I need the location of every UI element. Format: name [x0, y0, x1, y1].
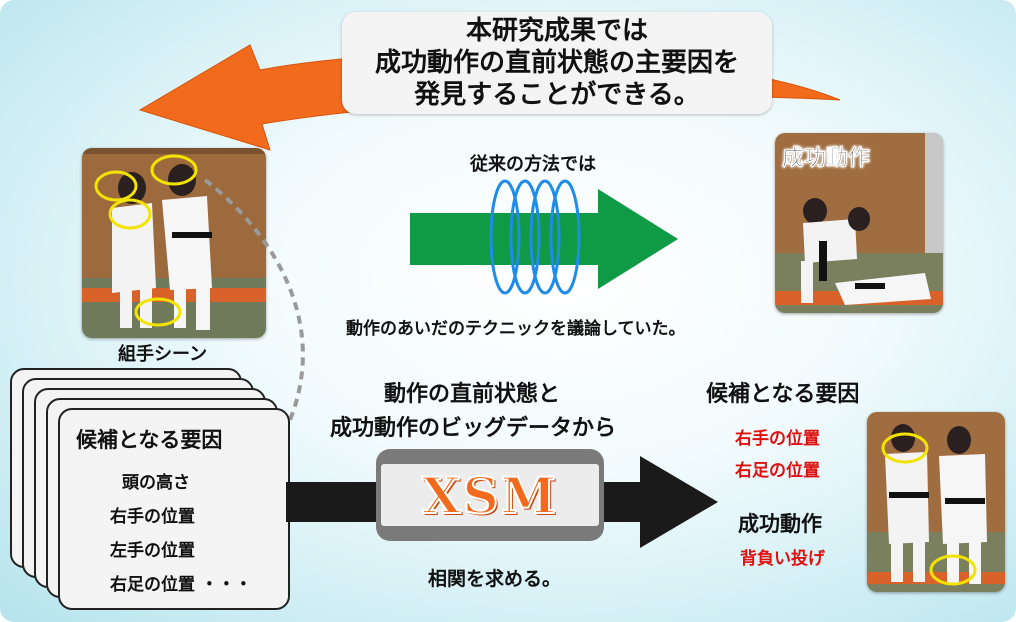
- conventional-title: 従来の方法では: [470, 154, 596, 175]
- result-photo: [867, 412, 1005, 592]
- banner-line-1: 本研究成果では: [465, 16, 648, 46]
- grip-scene-photo: [82, 148, 266, 338]
- xsm-caption: 相関を求める。: [428, 568, 562, 590]
- summary-banner: 本研究成果では 成功動作の直前状態の主要因を 発見することができる。: [342, 12, 772, 114]
- candidate-item-3: 左手の位置: [110, 541, 195, 561]
- result-title: 候補となる要因: [706, 382, 860, 407]
- result-success-title: 成功動作: [738, 512, 822, 536]
- banner-line-3: 発見することができる。: [414, 80, 700, 110]
- green-arrow-with-rings: [410, 179, 678, 295]
- candidate-item-1: 頭の高さ: [122, 473, 190, 493]
- grip-scene-caption: 組手シーン: [118, 344, 208, 365]
- candidates-card: 候補となる要因 頭の高さ 右手の位置 左手の位置 右足の位置 ・・・: [58, 408, 290, 610]
- xsm-box: XSM: [376, 449, 604, 541]
- candidates-card-title: 候補となる要因: [76, 428, 223, 452]
- result-technique: 背負い投げ: [740, 549, 825, 569]
- candidate-item-4: 右足の位置 ・・・: [110, 575, 252, 595]
- success-motion-photo: [775, 133, 943, 313]
- bigdata-line-2: 成功動作のビッグデータから: [330, 416, 617, 441]
- xsm-label: XSM: [421, 465, 559, 526]
- result-factor-1: 右手の位置: [735, 429, 820, 449]
- conventional-caption: 動作のあいだのテクニックを議論していた。: [346, 319, 686, 339]
- bigdata-line-1: 動作の直前状態と: [384, 382, 561, 407]
- banner-line-2: 成功動作の直前状態の主要因を: [374, 48, 739, 78]
- success-top-title: 成功動作: [782, 146, 871, 172]
- xsm-inner-band: XSM: [381, 464, 599, 526]
- result-factor-2: 右足の位置: [735, 461, 820, 481]
- candidate-item-2: 右手の位置: [110, 507, 195, 527]
